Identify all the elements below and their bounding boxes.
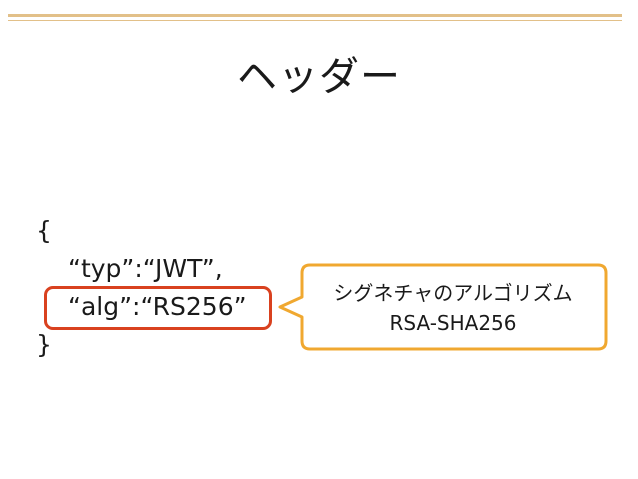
alg-highlight-box: [44, 286, 272, 330]
callout-label: シグネチャのアルゴリズム: [333, 281, 573, 305]
code-open-brace: {: [36, 216, 52, 245]
code-typ-line: “typ”:“JWT”,: [68, 254, 223, 283]
callout-shape: [278, 263, 608, 351]
callout-algorithm: RSA-SHA256: [389, 311, 517, 335]
header-rule: [8, 14, 622, 17]
header-rule-thin: [8, 20, 622, 21]
code-alg-line: “alg”:“RS256”: [68, 292, 247, 321]
callout-bubble: シグネチャのアルゴリズム RSA-SHA256: [278, 263, 608, 351]
code-close-brace: }: [36, 330, 52, 359]
slide-title: ヘッダー: [237, 54, 401, 100]
